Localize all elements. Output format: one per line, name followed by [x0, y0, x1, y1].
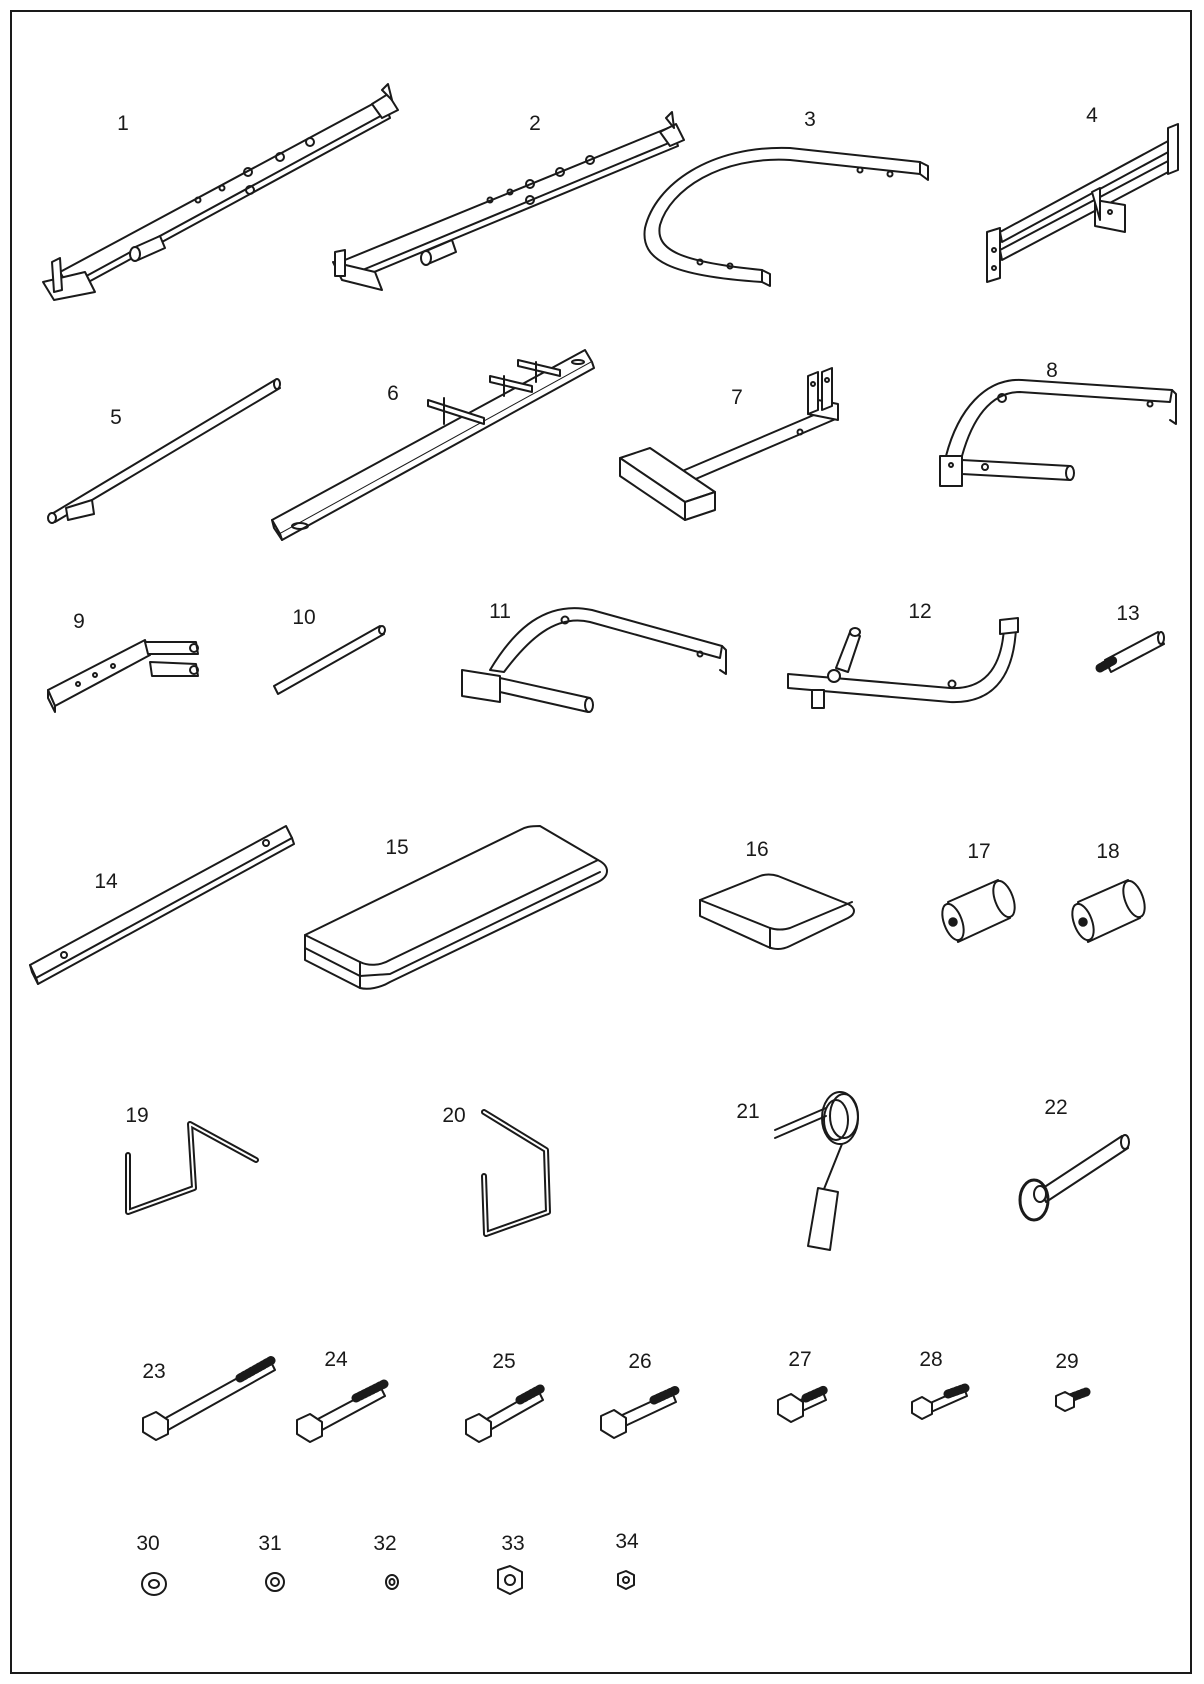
part-32-washer — [385, 1574, 399, 1590]
part-label-25: 25 — [492, 1350, 516, 1373]
part-label-31: 31 — [258, 1532, 282, 1555]
part-label-23: 23 — [142, 1360, 166, 1383]
part-27-hex-bolt — [777, 1385, 829, 1423]
part-8-curved-arm — [939, 378, 1177, 487]
part-label-5: 5 — [110, 406, 122, 429]
part-label-4: 4 — [1086, 104, 1098, 127]
part-label-10: 10 — [292, 606, 316, 629]
part-label-7: 7 — [731, 386, 743, 409]
part-2-frame-tube — [332, 111, 685, 291]
part-22-pull-pin — [1018, 1134, 1130, 1222]
part-12-curved-arm — [787, 617, 1019, 709]
part-label-33: 33 — [501, 1532, 525, 1555]
part-13-small-pin — [1095, 631, 1165, 673]
part-label-29: 29 — [1055, 1350, 1079, 1373]
part-label-27: 27 — [788, 1348, 812, 1371]
part-23-hex-bolt — [142, 1355, 277, 1441]
part-14-long-tube — [29, 825, 295, 985]
part-label-34: 34 — [615, 1530, 639, 1553]
part-20-bent-rod — [481, 1109, 551, 1237]
part-7-t-base — [619, 367, 839, 521]
part-label-15: 15 — [385, 836, 409, 859]
part-label-21: 21 — [736, 1100, 760, 1123]
part-11-curved-arm — [461, 607, 727, 713]
part-label-20: 20 — [442, 1104, 466, 1127]
part-28-hex-bolt — [911, 1383, 970, 1420]
part-label-2: 2 — [529, 112, 541, 135]
part-31-washer — [265, 1572, 285, 1592]
part-label-6: 6 — [387, 382, 399, 405]
part-21-spring-clip — [774, 1091, 859, 1251]
part-label-1: 1 — [117, 112, 129, 135]
part-5-rod — [47, 378, 281, 524]
part-label-19: 19 — [125, 1104, 149, 1127]
part-4-crossbar — [986, 123, 1179, 283]
part-19-bent-rod — [125, 1121, 259, 1215]
part-9-fork-tube — [47, 639, 199, 713]
part-label-3: 3 — [804, 108, 816, 131]
part-label-11: 11 — [489, 600, 511, 623]
part-17-foam-roller — [941, 879, 1016, 943]
part-16-seat-pad — [699, 873, 855, 950]
part-34-hex-nut — [617, 1570, 635, 1590]
part-label-13: 13 — [1116, 602, 1140, 625]
part-18-foam-roller — [1071, 879, 1146, 943]
part-1-frame-tube — [42, 83, 399, 301]
part-label-9: 9 — [73, 610, 85, 633]
part-label-18: 18 — [1096, 840, 1120, 863]
part-6-square-tube — [271, 349, 595, 541]
part-label-26: 26 — [628, 1350, 652, 1373]
part-24-hex-bolt — [296, 1379, 389, 1443]
part-15-seat-pad — [304, 825, 608, 990]
part-label-12: 12 — [908, 600, 932, 623]
part-33-hex-nut — [497, 1565, 523, 1595]
part-label-24: 24 — [324, 1348, 348, 1371]
part-29-hex-bolt — [1055, 1387, 1091, 1412]
part-label-22: 22 — [1044, 1096, 1068, 1119]
part-label-17: 17 — [967, 840, 991, 863]
part-25-hex-bolt — [465, 1383, 547, 1443]
part-30-washer — [141, 1572, 167, 1596]
part-label-30: 30 — [136, 1532, 160, 1555]
part-label-28: 28 — [919, 1348, 943, 1371]
part-label-32: 32 — [373, 1532, 397, 1555]
part-3-u-tube — [643, 146, 929, 287]
part-label-16: 16 — [745, 838, 769, 861]
part-label-14: 14 — [94, 870, 118, 893]
part-10-short-rod — [273, 625, 386, 695]
part-label-8: 8 — [1046, 359, 1058, 382]
part-26-hex-bolt — [600, 1385, 681, 1439]
